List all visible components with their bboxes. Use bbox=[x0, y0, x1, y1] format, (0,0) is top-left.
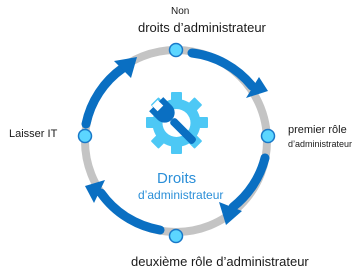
arrow-bottom-to-left-head bbox=[85, 180, 105, 203]
node-bottom bbox=[168, 228, 184, 244]
gear-wrench-icon bbox=[146, 92, 208, 154]
node-right bbox=[260, 128, 276, 144]
node-right-label-line1: premier rôle bbox=[288, 124, 347, 136]
node-top-label-line2: droits d’administrateur bbox=[138, 20, 266, 35]
center-subtitle: d’administrateur bbox=[138, 188, 224, 202]
arrow-top-to-right bbox=[187, 48, 257, 91]
node-right-label-line2: d’administrateur bbox=[288, 139, 353, 149]
node-bottom-label: deuxième rôle d’administrateur bbox=[131, 254, 309, 269]
node-top bbox=[168, 42, 184, 58]
arrow-right-to-bottom bbox=[228, 153, 270, 212]
node-left bbox=[77, 128, 93, 144]
arrow-right-to-bottom-head bbox=[219, 202, 242, 225]
node-top-label-line1: Non bbox=[171, 6, 190, 17]
arrow-top-to-right-head bbox=[246, 77, 268, 98]
arrow-left-to-top-head bbox=[114, 57, 137, 78]
arrow-bottom-to-left bbox=[96, 188, 165, 235]
node-left-label: Laisser IT bbox=[9, 128, 58, 140]
center-title: Droits bbox=[157, 170, 197, 187]
arrow-left-to-top bbox=[81, 63, 128, 129]
